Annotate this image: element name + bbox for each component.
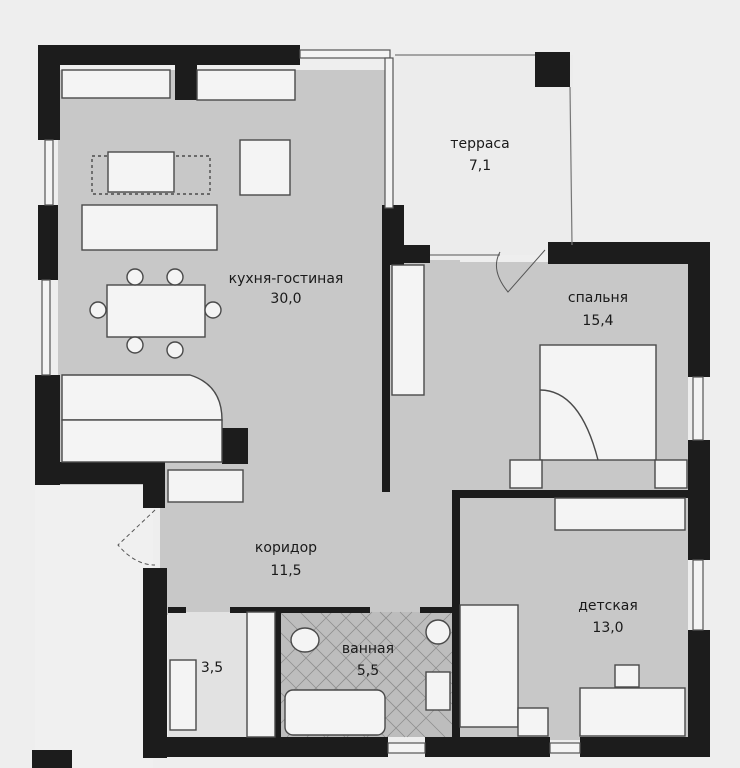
bed [539,344,657,461]
window [299,49,391,59]
room-name: кухня-гостиная [229,271,344,287]
window [692,376,704,441]
wall [275,612,281,740]
dining-table [106,284,206,338]
shelf [517,707,549,737]
nightstand [654,459,688,489]
terrace-floor [395,55,573,255]
wall [425,737,550,757]
sink [425,671,451,711]
wall [455,490,690,498]
kitchen-counter [61,69,171,99]
window [44,139,54,206]
bed-cover [539,389,599,461]
wall [688,630,710,755]
room-area: 5,5 [357,663,379,679]
wall [688,242,710,377]
chair [614,664,640,688]
wall [382,245,430,263]
wall [143,737,388,757]
room-name: ванная [342,641,394,657]
room-area: 7,1 [469,158,491,174]
wall [38,45,60,140]
door-swing [117,509,156,566]
room-area: 13,0 [592,620,623,636]
terrace-door [384,57,394,209]
window [41,279,51,376]
shower-drain [425,619,451,645]
kitchen-unit [61,419,223,463]
wardrobe [167,469,244,503]
terrace-railing [395,54,573,246]
wall [230,607,370,613]
wall [38,205,58,280]
room-name: терраса [450,136,509,152]
furniture [61,69,425,503]
entry-floor [35,485,153,768]
chair [126,268,144,286]
bathtub [284,689,386,736]
window [692,559,704,631]
window [549,742,581,754]
wall [38,45,300,65]
wall [580,737,710,757]
kitchen-island [61,374,223,421]
nightstand [509,459,543,489]
chair [166,268,184,286]
closet-shelf [246,611,276,738]
wall [688,440,710,560]
coffee-table [107,151,175,193]
toilet [290,627,320,653]
wall [420,607,460,613]
armchair [239,139,291,196]
kids-furniture [459,604,686,737]
room-area: 15,4 [582,313,613,329]
chair [89,301,107,319]
bed [459,604,519,728]
window [387,742,426,754]
room-name: спальня [568,290,628,306]
wall [143,568,167,758]
bath-fixtures [284,619,451,736]
wall [535,52,570,87]
wall [175,45,197,100]
cabinet [196,69,296,101]
wall [548,242,710,264]
wardrobe [554,497,686,531]
door-swing [495,249,546,293]
room-area: 30,0 [270,291,301,307]
wall [168,607,186,613]
doors [117,249,546,566]
desk [579,687,686,737]
wall [222,428,248,464]
sofa [81,204,218,251]
closet-shelf [169,659,197,731]
room-area: 11,5 [270,563,301,579]
wall [452,490,460,740]
wardrobe [391,264,425,396]
wall [35,462,165,484]
chair [126,336,144,354]
wall [382,262,390,492]
room-area: 3,5 [201,660,223,676]
wall [143,462,165,508]
chair [166,341,184,359]
chair [204,301,222,319]
windows [41,49,704,754]
wall [32,750,72,768]
bedroom-furniture [509,344,688,531]
room-name: детская [578,598,638,614]
room-name: коридор [255,540,317,556]
walls [32,45,710,768]
room-labels: терраса 7,1 кухня-гостиная 30,0 спальня … [201,136,638,679]
